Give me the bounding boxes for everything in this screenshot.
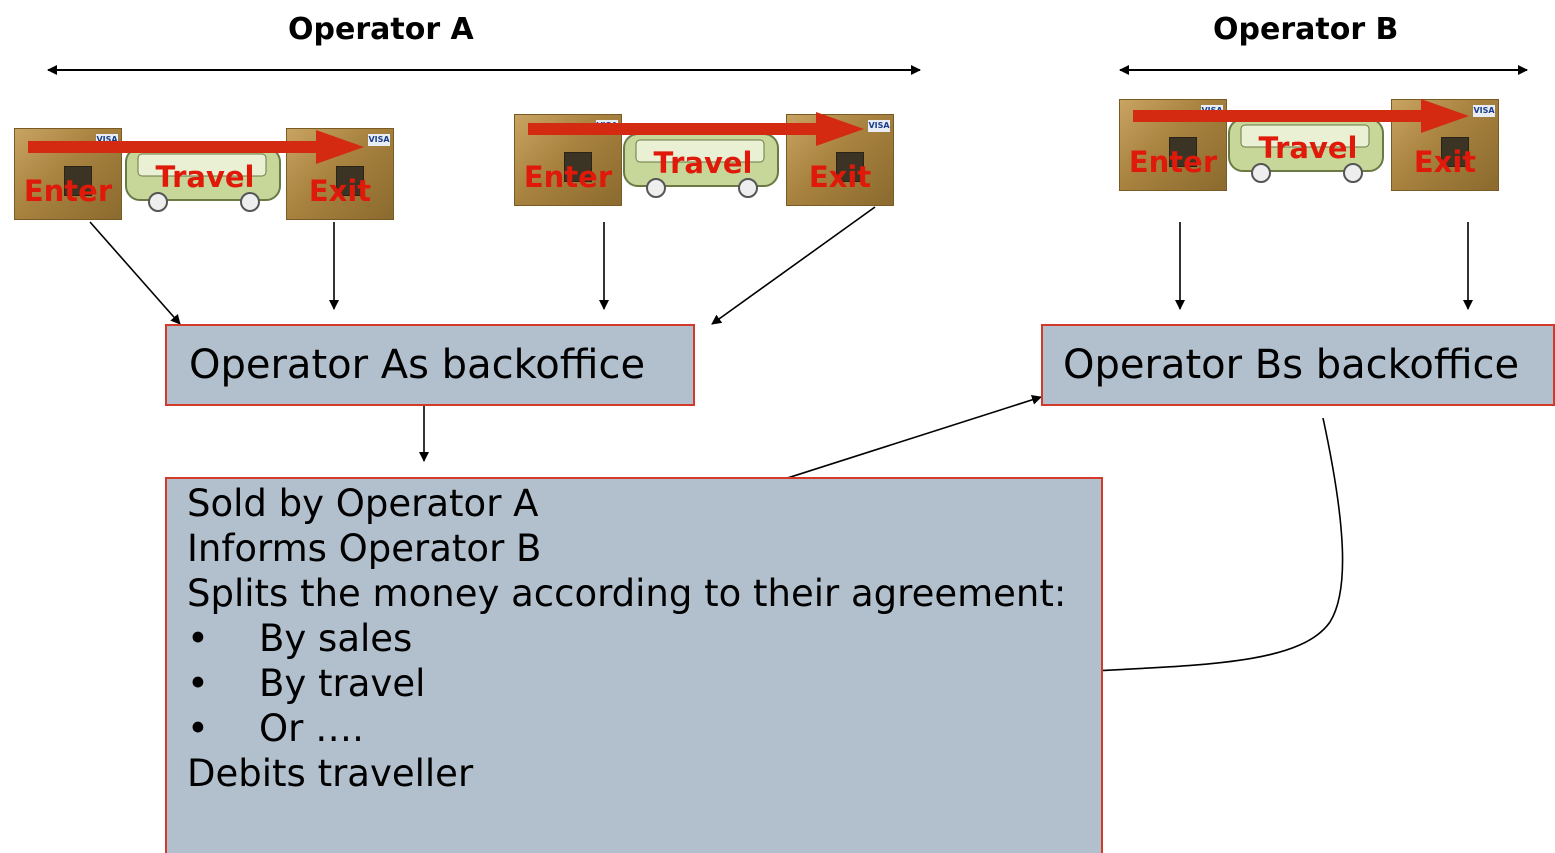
settlement-line: Debits traveller [187,752,474,795]
card-chip-icon [836,152,864,182]
exit-label: Exit [808,160,872,194]
visa-logo: VISA [368,134,390,146]
bullet-text: Or …. [259,707,364,750]
operator-a-title: Operator A [288,12,474,47]
bus-icon: Travel [620,128,786,200]
travel-label: Travel [653,146,753,180]
operator-b-backoffice-label: Operator Bs backoffice [1063,342,1520,388]
settlement-line: Informs Operator B [187,527,542,570]
bullet-marker: • [187,617,209,660]
arrow-journey2-exit-to-backoffice-a [711,206,876,325]
card-chip-icon [336,166,364,196]
red-travel-arrow [528,112,864,146]
journey-2: VISA Enter Travel VISA Exit [514,112,894,206]
bus-icon: Travel [122,142,288,214]
bullet-text: By travel [259,662,426,705]
operator-b-backoffice: Operator Bs backoffice [1041,324,1555,406]
visa-logo: VISA [868,120,890,132]
bullet-marker: • [187,662,209,705]
bullet-text: By sales [259,617,413,660]
settlement-bullet: • Or …. [187,706,1101,751]
card-chip-icon [64,166,92,196]
card-chip-icon [564,152,592,182]
settlement-bullet: • By travel [187,661,1101,706]
operator-a-backoffice-label: Operator As backoffice [189,342,646,388]
visa-logo: VISA [1473,105,1495,117]
enter-label: Enter [1128,145,1218,179]
travel-label: Travel [1258,131,1358,165]
red-travel-arrow [28,130,364,164]
exit-label: Exit [308,174,372,208]
enter-label: Enter [23,174,113,208]
settlement-bullet: • By sales [187,616,1101,661]
arrow-backoffice-b-to-settlement [1072,417,1344,677]
travel-label: Travel [155,160,255,194]
bullet-marker: • [187,707,209,750]
operator-b-title: Operator B [1213,12,1399,47]
settlement-line: Sold by Operator A [187,482,539,525]
journey-1: VISA Enter Travel VISA Exit [14,128,394,220]
journey-3: VISA Enter Travel VISA Exit [1119,99,1499,191]
settlement-box: Sold by Operator A Informs Operator B Sp… [165,477,1103,853]
arrow-journey1-enter-to-backoffice-a [89,221,181,325]
operator-a-backoffice: Operator As backoffice [165,324,695,406]
bus-icon: Travel [1225,113,1391,185]
exit-label: Exit [1413,145,1477,179]
card-chip-icon [1169,137,1197,167]
red-travel-arrow [1133,99,1469,133]
settlement-line: Splits the money according to their agre… [187,572,1067,615]
enter-label: Enter [523,160,613,194]
card-chip-icon [1441,137,1469,167]
